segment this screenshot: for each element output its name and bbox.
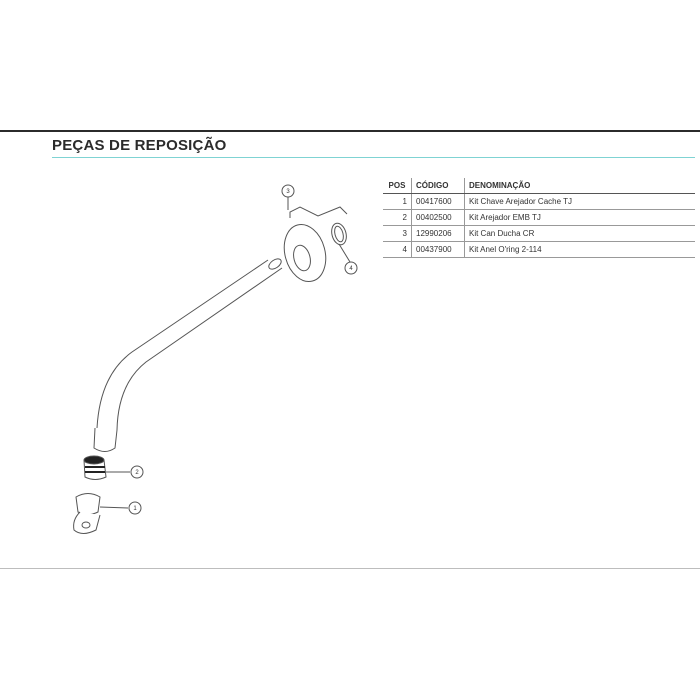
header-pos: POS — [383, 178, 412, 194]
row-code: 00417600 — [411, 193, 465, 210]
callout-3: 3 — [286, 189, 290, 195]
table-row: 4 00437900 Kit Anel O'ring 2-114 — [383, 241, 695, 258]
aerator-top — [83, 455, 105, 465]
parts-table: POS CÓDIGO DENOMINAÇÃO 1 00417600 Kit Ch… — [383, 178, 695, 258]
o-ring — [331, 222, 347, 246]
aerator-body — [83, 459, 107, 480]
arm-upper-edge — [96, 259, 269, 429]
row-pos: 1 — [383, 193, 412, 210]
key-hole — [81, 521, 91, 529]
shower-arm-drawing — [73, 197, 351, 534]
callout-2-circle — [130, 465, 144, 479]
row-pos: 3 — [383, 225, 412, 242]
arm-end — [268, 258, 282, 270]
aerator-thread — [85, 466, 105, 473]
title-underline — [52, 157, 695, 158]
callout-1: 1 — [133, 506, 137, 512]
leader-4 — [338, 243, 351, 263]
bottom-divider — [0, 568, 700, 569]
header-name: DENOMINAÇÃO — [464, 178, 695, 194]
table-row: 2 00402500 Kit Arejador EMB TJ — [383, 209, 695, 226]
callout-2: 2 — [135, 470, 139, 476]
callout-1-circle — [128, 501, 142, 515]
row-name: Kit Arejador EMB TJ — [464, 209, 695, 226]
row-code: 00437900 — [411, 241, 465, 258]
callout-4-circle — [344, 261, 358, 275]
wall-outline — [289, 206, 348, 218]
exploded-parts-drawing: 3 4 2 1 — [73, 184, 358, 534]
key-head — [75, 493, 101, 515]
key-body — [73, 511, 101, 534]
arm-outlet — [93, 427, 118, 452]
arm-lower-edge — [116, 267, 283, 431]
page-title: PEÇAS DE REPOSIÇÃO — [52, 137, 227, 154]
row-name: Kit Can Ducha CR — [464, 225, 695, 242]
escutcheon — [283, 224, 327, 282]
row-code: 00402500 — [411, 209, 465, 226]
callout-4: 4 — [349, 266, 353, 272]
leader-1 — [99, 506, 129, 509]
callout-3-circle — [281, 184, 295, 198]
row-name: Kit Chave Arejador Cache TJ — [464, 193, 695, 210]
row-pos: 2 — [383, 209, 412, 226]
top-divider — [0, 130, 700, 132]
escutcheon-hole — [293, 244, 311, 272]
row-pos: 4 — [383, 241, 412, 258]
row-code: 12990206 — [411, 225, 465, 242]
o-ring-inner — [334, 225, 344, 243]
table-row: 3 12990206 Kit Can Ducha CR — [383, 225, 695, 242]
table-header-row: POS CÓDIGO DENOMINAÇÃO — [383, 178, 695, 194]
table-row: 1 00417600 Kit Chave Arejador Cache TJ — [383, 193, 695, 210]
header-code: CÓDIGO — [411, 178, 465, 194]
row-name: Kit Anel O'ring 2-114 — [464, 241, 695, 258]
